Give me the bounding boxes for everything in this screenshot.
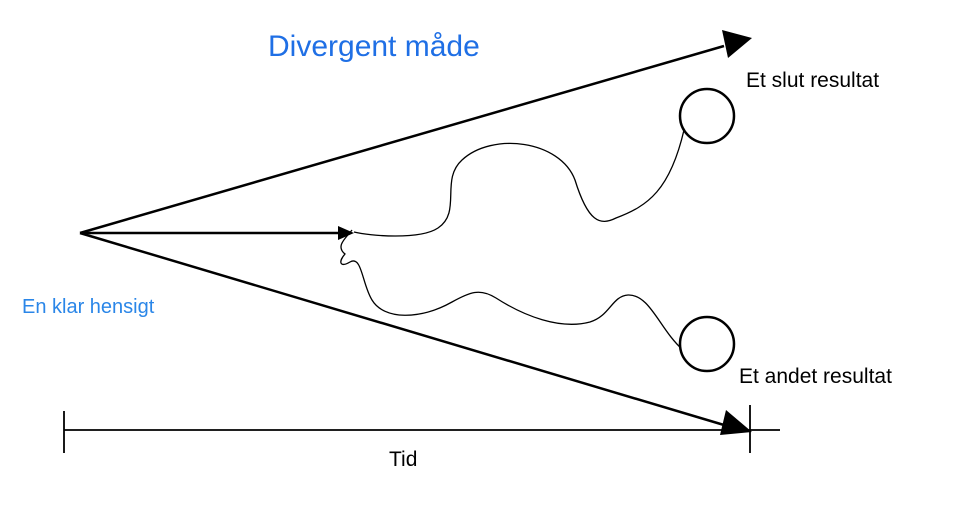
upper-divergence-line <box>79 44 725 235</box>
result-one-label: Et slut resultat <box>746 69 880 92</box>
result-two-circle <box>678 315 736 373</box>
origin-label: En klar hensigt <box>22 296 155 318</box>
wavy-path-lower <box>340 229 684 351</box>
intent-arrowhead <box>338 226 354 240</box>
upper-arrowhead <box>722 30 752 58</box>
result-two-label: Et andet resultat <box>739 365 892 388</box>
time-axis-label: Tid <box>389 448 418 471</box>
lower-arrowhead <box>720 410 752 435</box>
lower-divergence-line <box>79 231 725 427</box>
result-one-circle <box>678 87 736 145</box>
diagram-title: Divergent måde <box>268 30 480 63</box>
wavy-path-upper <box>353 129 685 237</box>
